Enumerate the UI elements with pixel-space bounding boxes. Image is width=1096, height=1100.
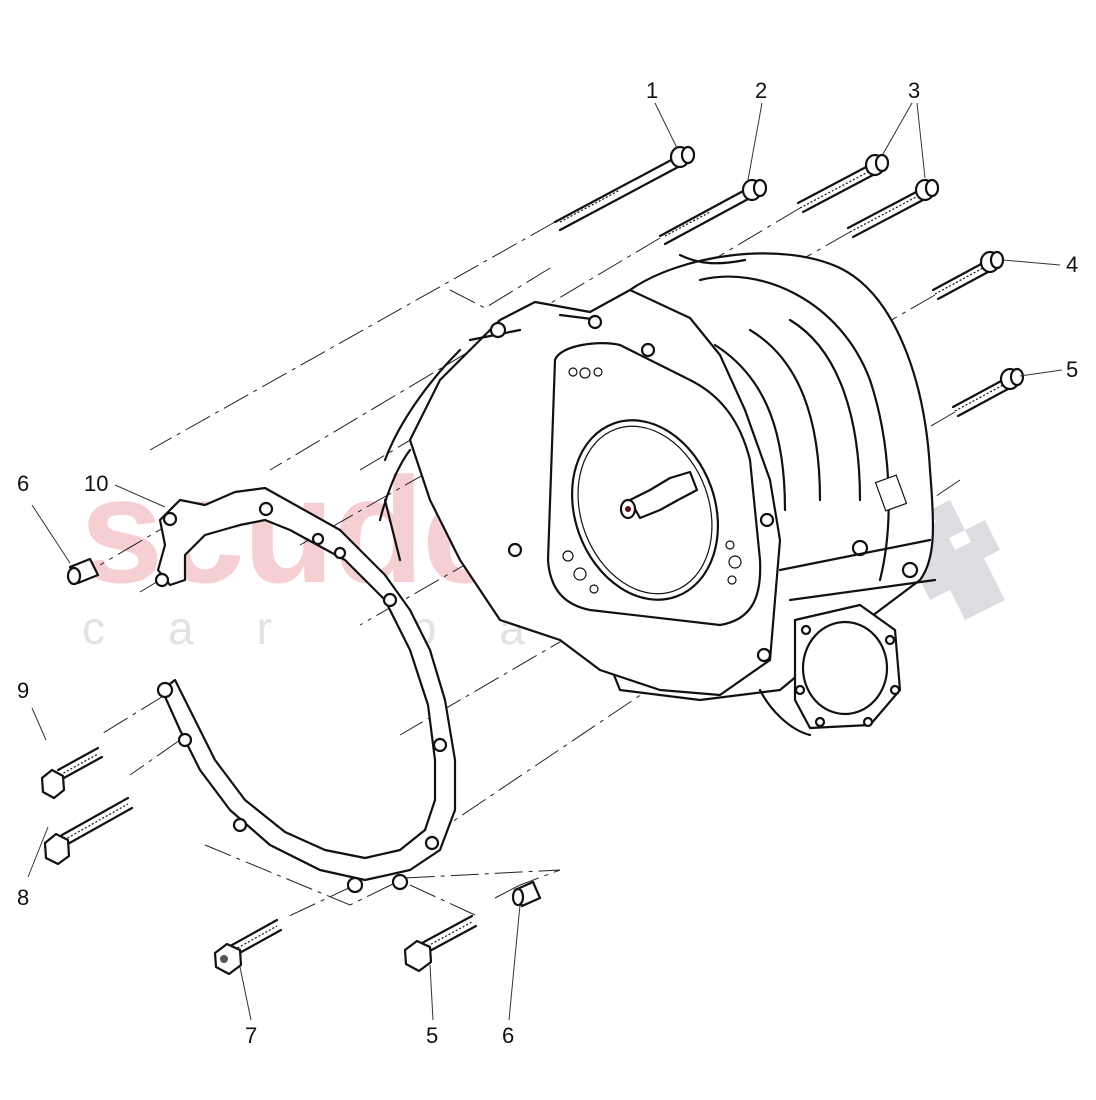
callout-6-lower: 6 [502,1023,515,1048]
bolt-3b [846,178,940,239]
bolt-1 [553,145,696,232]
callout-2: 2 [755,78,768,103]
bolt-5-upper [951,367,1025,418]
bolt-5-lower [403,914,478,973]
callout-1: 1 [646,78,659,103]
callout-4: 4 [1066,252,1079,277]
bolt-9 [40,746,104,800]
dowel-sleeve-left [66,557,100,586]
flywheel-cover-plate [546,342,762,627]
bolt-7 [213,918,283,976]
dowel-sleeve-lower [511,880,542,908]
input-shaft [619,470,699,520]
bolt-4 [931,250,1005,301]
callout-6-left: 6 [17,471,30,496]
callout-5-lower: 5 [426,1023,439,1048]
output-flange [758,603,902,737]
leader-lines [27,102,1063,1021]
callout-3: 3 [908,78,921,103]
bolt-8 [43,796,134,866]
callout-10: 10 [84,471,109,496]
callout-7: 7 [245,1023,258,1048]
callout-5-upper: 5 [1066,357,1079,382]
bolt-3a [796,153,890,214]
bolt-2 [658,178,768,246]
adapter-ring [154,486,457,894]
callout-8: 8 [17,885,30,910]
callout-9: 9 [17,678,30,703]
